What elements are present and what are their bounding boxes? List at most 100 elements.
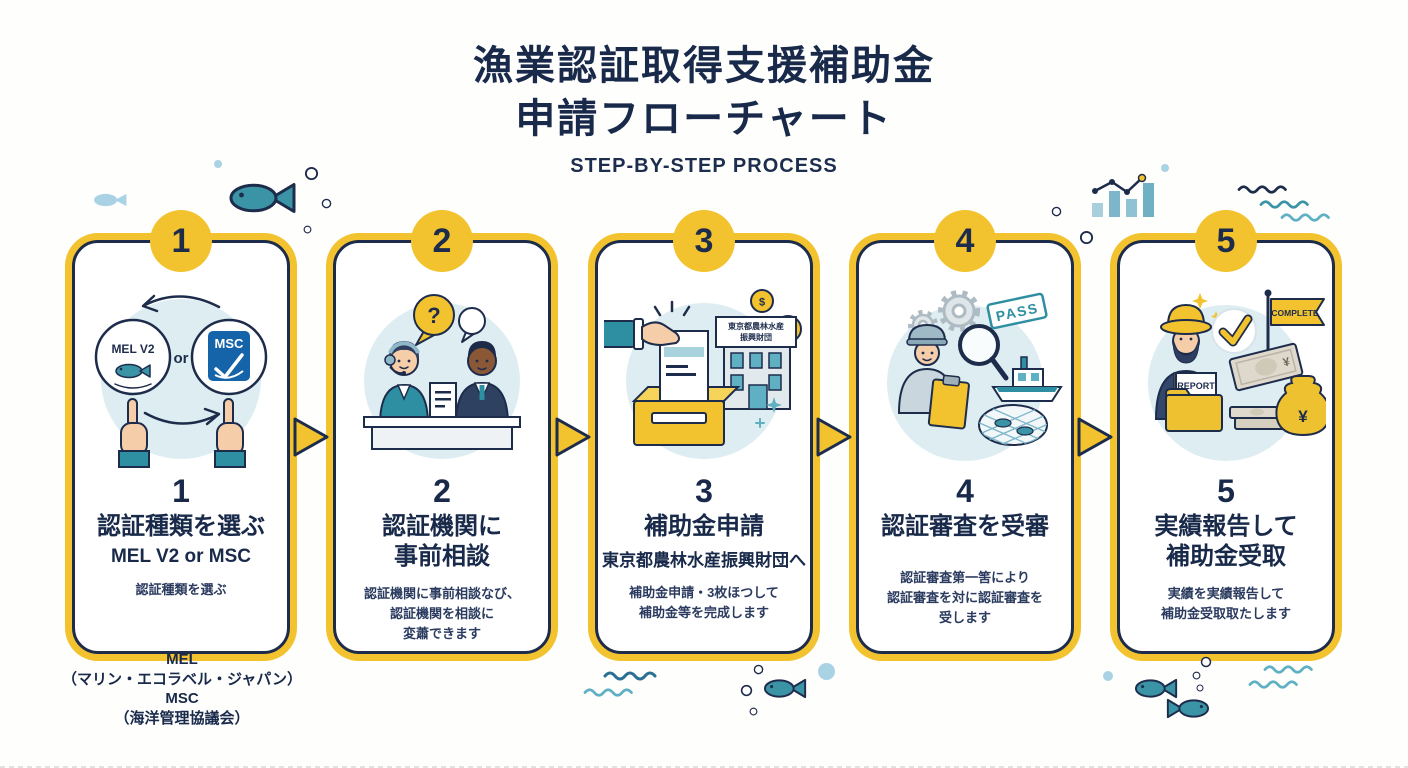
audit-illustration: PASS (887, 290, 1063, 461)
step-number: 5 (1217, 473, 1235, 509)
question-mark: ? (427, 303, 440, 328)
applicant-man (454, 341, 510, 426)
bubble-dot (214, 160, 222, 168)
bubble-dot (1161, 164, 1169, 172)
banknote-stack (1229, 406, 1290, 430)
bubble-dot (1103, 671, 1113, 681)
flow-arrow-icon (816, 417, 852, 457)
fishing-net (978, 404, 1048, 446)
step-description-line: 補助金等を完成します (638, 605, 769, 621)
pointing-hand-icon (214, 398, 246, 468)
step-title: 補助金申請 (644, 513, 764, 540)
step-card-1: 1 MEL V2 or MSC (72, 210, 290, 654)
step-description-line: 実績を実績報告して (1167, 586, 1285, 601)
step-badge-3: 3 (673, 210, 735, 272)
fish-icon (1164, 696, 1210, 726)
bubble-icon (321, 196, 332, 214)
magnifier-icon (958, 324, 1009, 381)
foundation-building: 東京都農林水産 振興財団 (715, 316, 797, 410)
step-number: 1 (172, 473, 190, 509)
bubble-icon (740, 684, 753, 702)
bubble-icon (1200, 655, 1212, 673)
star-sparkle (766, 397, 782, 413)
certification-footnote: MEL （マリン・エコラベル・ジャパン） MSC （海洋管理協議会） (36, 650, 328, 728)
gear-icon (938, 290, 980, 332)
page-title-line1: 漁業認証取得支援補助金 (473, 44, 935, 88)
step-description-line: 認証機関を相談に (389, 606, 494, 622)
mel-label: MEL V2 (111, 342, 154, 356)
step-title: 認証審査を受審 (881, 513, 1049, 540)
check-circle-icon (1211, 308, 1257, 354)
header: 漁業認証取得支援補助金 申請フローチャート STEP-BY-STEP PROCE… (0, 40, 1408, 178)
step-card-5: 5 COMPLETE (1117, 210, 1335, 654)
fish-icon (763, 676, 809, 706)
desk (363, 416, 521, 450)
small-fish-icon (92, 190, 130, 215)
report-folder: REPORT (1165, 372, 1223, 432)
consultation-illustration: ? (363, 294, 521, 459)
step-subtitle: 東京都農林水産振興財団へ (602, 551, 806, 570)
or-label: or (174, 350, 189, 367)
msc-label: MSC (215, 336, 245, 351)
footnote-line: MSC (165, 690, 199, 707)
step-description-line: 変蕭できます (402, 626, 481, 642)
speech-bubble-icon (458, 307, 486, 343)
bottom-edge-artifact (0, 766, 1408, 768)
star-sparkle (1192, 293, 1208, 309)
step-badge-1: 1 (150, 210, 212, 272)
building-sign-line2: 振興財団 (740, 332, 772, 342)
step-badge-2: 2 (411, 210, 473, 272)
growth-chart-icon (1088, 160, 1160, 223)
money-bag-icon: ¥ (1275, 375, 1326, 437)
step-card-2: 2 (333, 210, 551, 654)
choose-certification-illustration: MEL V2 or MSC (94, 294, 268, 468)
footnote-line: （マリン・エコラベル・ジャパン） (61, 670, 302, 688)
application-submission-illustration: $ $ 東京都農林水産 振興財団 (604, 289, 802, 459)
sparkle-ticks (653, 300, 691, 317)
step-number: 4 (956, 473, 974, 509)
report-label: REPORT (1177, 381, 1215, 391)
footnote-line: MEL (166, 651, 198, 668)
clipboard-icon (927, 374, 970, 430)
step-title-line1: 認証機関に (382, 513, 502, 540)
wave-icon (1280, 211, 1336, 229)
step-description-line: 補助金受取取たします (1160, 606, 1291, 622)
step-badge-5: 5 (1195, 210, 1257, 272)
question-bubble-icon: ? (413, 294, 455, 346)
wave-icon (580, 686, 642, 704)
page-title-line2: 申請フローチャート (515, 96, 893, 141)
document-icon (429, 382, 457, 418)
step-title: 認証種類を選ぶ (97, 513, 265, 540)
step-badge-4: 4 (934, 210, 996, 272)
flow-arrow-icon (293, 417, 329, 457)
subsidy-receipt-illustration: COMPLETE ¥ (1148, 289, 1326, 461)
star-sparkle (1211, 311, 1221, 322)
pass-stamp: PASS (986, 292, 1048, 330)
mel-badge: MEL V2 (94, 318, 172, 396)
banknote-icon: ¥ (1228, 342, 1304, 392)
step-card-3: 3 $ $ 東京都農林水産 振興財団 (595, 210, 813, 654)
svg-text:¥: ¥ (1298, 407, 1308, 426)
step-title-line2: 補助金受取 (1166, 543, 1286, 570)
step-description-line: 補助金申請・3枚ほつして (629, 585, 779, 600)
complete-label: COMPLETE (1271, 308, 1319, 318)
plus-sparkle (755, 418, 765, 428)
step-description-line: 認証審査を対に認証審査を (886, 590, 1043, 606)
step-number: 3 (695, 473, 713, 509)
fish-icon (228, 178, 300, 223)
footnote-line: （海洋管理協議会） (114, 709, 250, 727)
step-description: 認証種類を選ぶ (135, 582, 227, 597)
step-description-line: 認証審査第一筈により (900, 570, 1030, 585)
step-title-line2: 事前相談 (394, 543, 490, 570)
bubble-icon (749, 703, 758, 721)
page-subtitle: STEP-BY-STEP PROCESS (570, 154, 838, 177)
bubble-icon (1079, 230, 1094, 250)
step-number: 2 (433, 473, 451, 509)
bubble-icon (1051, 204, 1062, 222)
step-description-line: 認証機関に事前相談なび、 (363, 586, 520, 601)
pointing-hand-icon (118, 398, 150, 468)
step-subtitle: MEL V2 or MSC (110, 546, 252, 567)
bubble-icon (1196, 679, 1204, 697)
bubble-icon (304, 166, 319, 186)
bubble-icon (303, 221, 312, 239)
